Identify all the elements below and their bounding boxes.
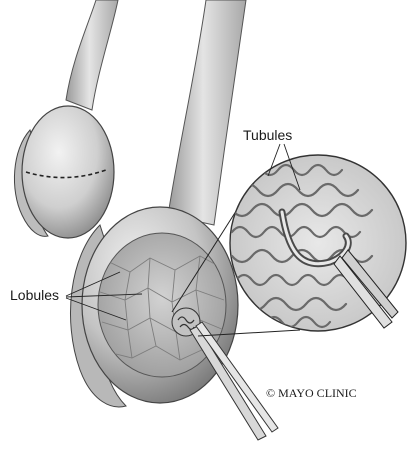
small-spermatic-cord (66, 0, 118, 110)
magnified-circle (230, 155, 406, 331)
small-testis-body (22, 106, 114, 238)
tubules-label: Tubules (243, 127, 292, 143)
copyright-notice: © MAYO CLINIC (266, 386, 357, 401)
lobules-label: Lobules (10, 287, 59, 303)
spermatic-cord (168, 0, 246, 225)
small-testis (14, 0, 118, 238)
magnified-view (230, 155, 406, 331)
